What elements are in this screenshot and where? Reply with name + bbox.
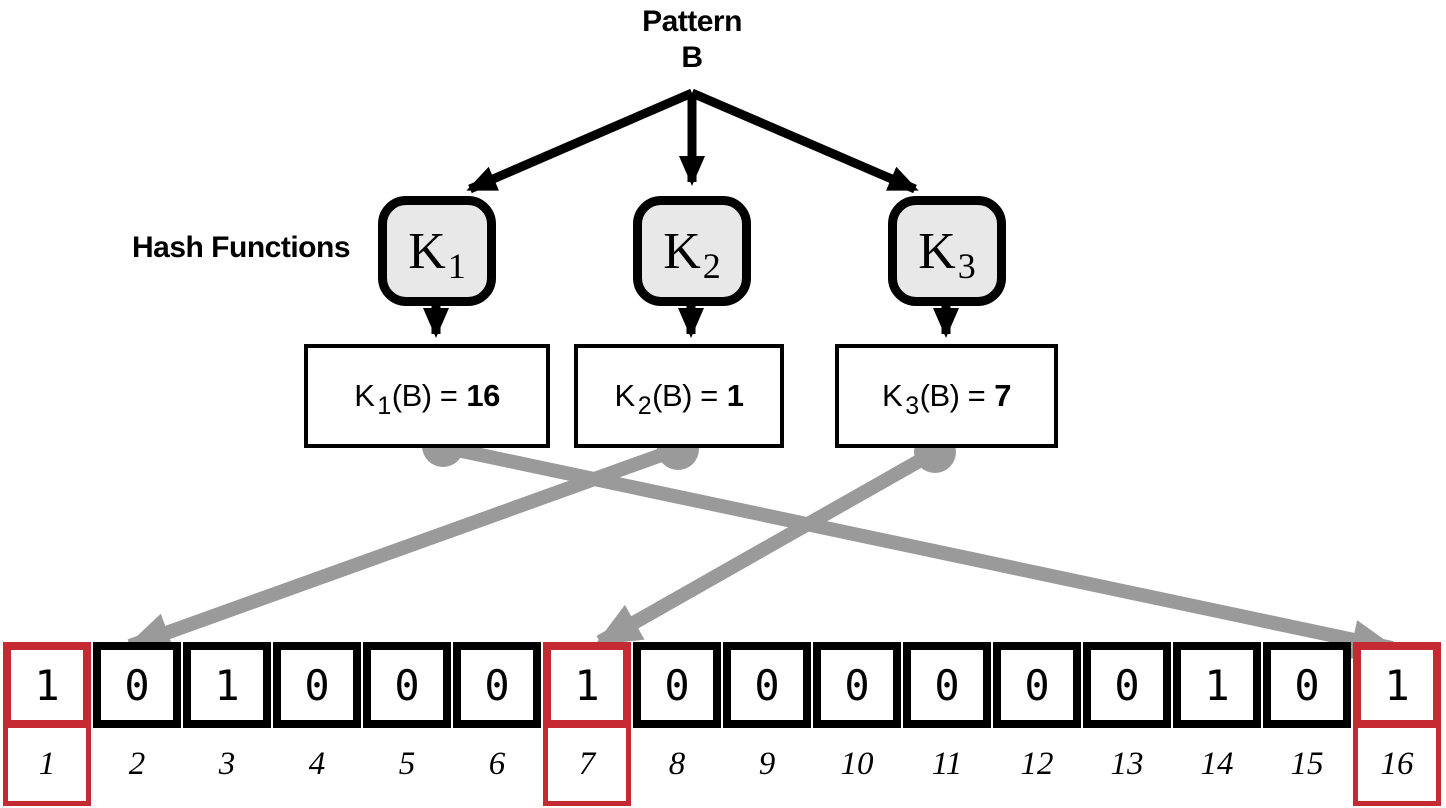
- bit-cell-15: 0: [1263, 642, 1351, 728]
- bit-index-10: 10: [840, 746, 874, 782]
- hash-node-k1-sub: 1: [447, 246, 466, 286]
- hash-to-result-arrows: [423, 306, 959, 338]
- bit-index-1: 1: [3, 723, 91, 806]
- result-k2-func: K: [614, 378, 636, 413]
- bit-cell-2: 0: [93, 642, 181, 728]
- pattern-value: B: [681, 41, 703, 74]
- bit-index-9: 9: [758, 746, 776, 782]
- hash-node-k1-name: K: [408, 222, 446, 280]
- bit-cell-12: 0: [993, 642, 1081, 728]
- result-k2-sub: 2: [637, 391, 652, 420]
- bit-index-8: 8: [668, 746, 686, 782]
- bit-cell-6: 0: [453, 642, 541, 728]
- pattern-label: Pattern: [642, 5, 742, 38]
- bit-cell-8: 0: [633, 642, 721, 728]
- hash-node-k2-sub: 2: [702, 246, 721, 286]
- result-to-bit-arrows: [124, 440, 1398, 660]
- bit-index-14: 14: [1200, 746, 1234, 782]
- result-k3-args: (B) =: [919, 378, 986, 413]
- result-k3-sub: 3: [905, 391, 919, 420]
- pattern-to-hash-arrows: [466, 88, 919, 194]
- bit-index-5: 5: [398, 746, 416, 782]
- result-k3-func: K: [882, 378, 903, 413]
- bit-cell-13: 0: [1083, 642, 1171, 728]
- bit-cell-11: 0: [903, 642, 991, 728]
- result-k2-value: 1: [726, 378, 744, 413]
- bit-cell-5: 0: [363, 642, 451, 728]
- result-k1-func: K: [354, 378, 375, 413]
- result-k2-args: (B) =: [652, 378, 718, 413]
- bit-cell-16: 1: [1353, 642, 1441, 728]
- bit-index-16: 16: [1353, 723, 1441, 806]
- bit-cell-14: 1: [1173, 642, 1261, 728]
- hash-node-k2-name: K: [663, 222, 701, 280]
- hash-node-k3-name: K: [918, 222, 956, 280]
- bit-index-3: 3: [218, 746, 236, 782]
- bit-index-12: 12: [1020, 746, 1054, 782]
- bit-cell-10: 0: [813, 642, 901, 728]
- bit-cell-1: 1: [3, 642, 91, 728]
- bit-index-6: 6: [488, 746, 506, 782]
- bit-cell-3: 1: [183, 642, 271, 728]
- bit-index-11: 11: [931, 746, 963, 782]
- bit-cell-7: 1: [543, 642, 631, 728]
- bit-index-4: 4: [308, 746, 326, 782]
- hash-functions-label: Hash Functions: [131, 231, 351, 264]
- bit-index-15: 15: [1290, 746, 1324, 782]
- result-k1-sub: 1: [377, 391, 391, 420]
- bit-cell-4: 0: [273, 642, 361, 728]
- bit-cell-9: 0: [723, 642, 811, 728]
- result-k1-value: 16: [466, 378, 500, 413]
- result-k1-args: (B) =: [391, 378, 458, 413]
- pattern-title: Pattern B: [592, 4, 792, 76]
- result-k3-value: 7: [994, 378, 1011, 413]
- bit-index-7: 7: [543, 723, 631, 806]
- hash-node-k3-sub: 3: [957, 246, 976, 286]
- bit-index-13: 13: [1110, 746, 1144, 782]
- bit-index-2: 2: [128, 746, 146, 782]
